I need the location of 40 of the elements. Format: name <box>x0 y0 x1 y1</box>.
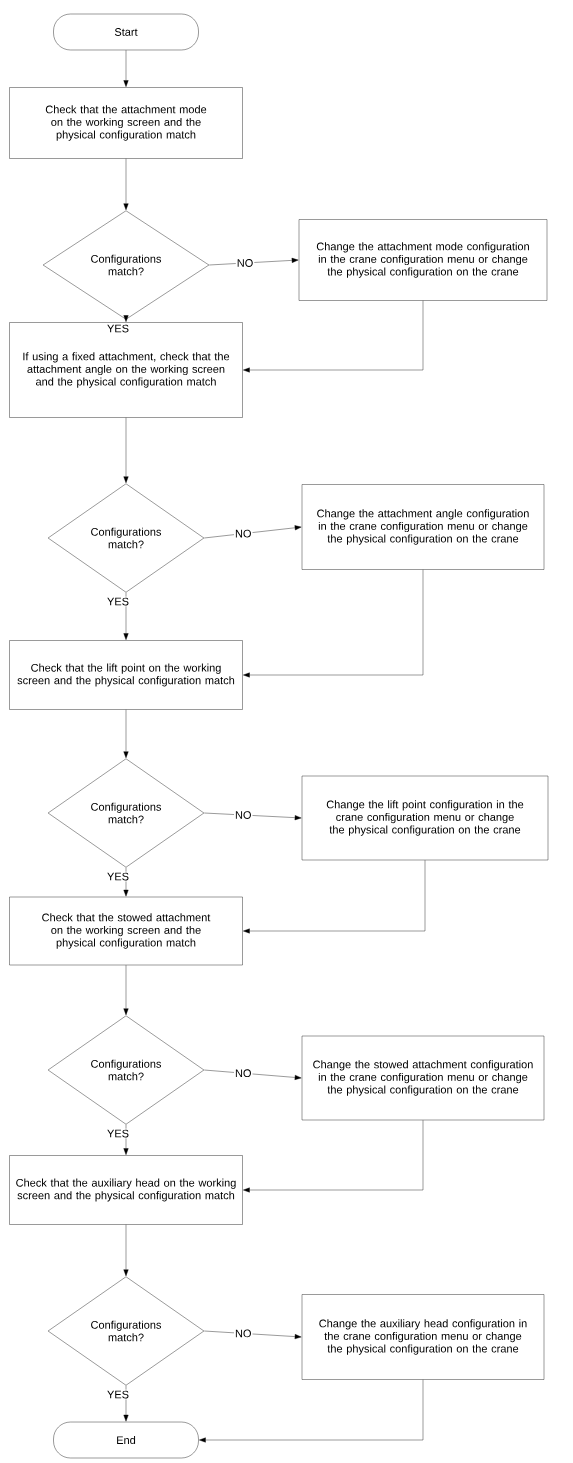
process-box: Change the auxiliary head configuration in the crane configuration menu or change the physical configuration on the crane <box>301 1294 545 1380</box>
arrow <box>243 1120 424 1193</box>
arrow <box>243 569 424 678</box>
process-box: Change the stowed attachment configuration in the crane configuration menu or change the physical configuration on the crane <box>301 1035 545 1121</box>
arrow <box>123 1224 129 1277</box>
edge-label: YES <box>106 871 130 882</box>
edge-label: NO <box>234 1068 253 1079</box>
edge-label: NO <box>234 1328 253 1339</box>
arrow <box>209 257 299 266</box>
arrow <box>123 867 129 897</box>
arrow <box>123 417 129 484</box>
process-box: Check that the lift point on the working screen and the physical configuration match <box>9 640 243 710</box>
arrow <box>204 1069 302 1080</box>
arrow <box>123 315 129 322</box>
process-box: Change the lift point configuration in the crane configuration menu or change the physical configuration on the crane <box>301 775 549 861</box>
arrow <box>123 592 129 640</box>
arrow <box>123 709 129 759</box>
arrow <box>243 860 426 934</box>
process-box: Check that the auxiliary head on the working screen and the physical configuration match <box>9 1155 243 1225</box>
edge-label: YES <box>106 1128 130 1139</box>
edge-label: YES <box>106 1389 130 1400</box>
arrow <box>204 525 302 539</box>
arrow <box>123 1124 129 1155</box>
edge-label: NO <box>235 258 255 268</box>
edge-label: NO <box>234 810 253 820</box>
edge-label: YES <box>106 323 130 334</box>
arrow <box>123 1385 129 1422</box>
arrow <box>123 50 129 87</box>
arrow <box>204 812 302 821</box>
arrow <box>199 1379 424 1443</box>
process-box: Change the attachment mode configuration in the crane configuration menu or change the physical configuration on the crane <box>298 219 548 301</box>
arrow <box>123 965 129 1016</box>
arrow <box>243 300 424 373</box>
arrow <box>123 158 129 211</box>
process-box: Change the attachment angle configuration in the crane configuration menu or change the physical configuration on the crane <box>301 484 545 570</box>
process-box: Check that the stowed attachment on the working screen and the physical configuration match <box>9 896 243 966</box>
arrow <box>204 1330 302 1340</box>
edge-label: YES <box>106 596 130 607</box>
edge-label: NO <box>234 528 253 539</box>
process-box: Check that the attachment mode on the working screen and the physical configuration match <box>9 87 243 159</box>
